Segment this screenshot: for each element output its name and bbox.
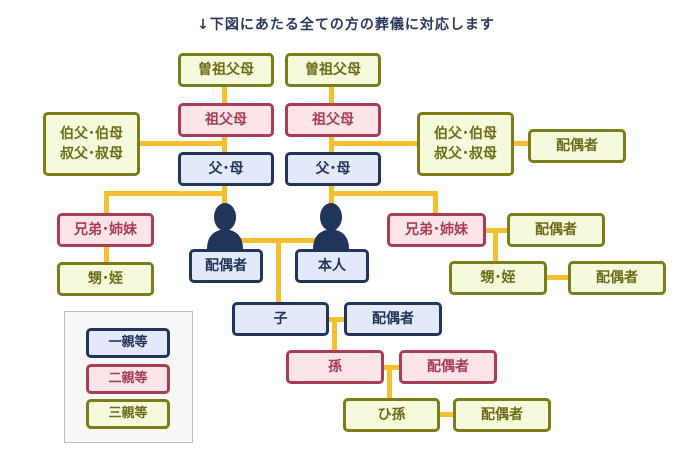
node-nephew-niece-right: 甥･姪 <box>449 261 547 295</box>
connector-line <box>387 365 392 400</box>
connector-line <box>332 317 337 352</box>
connector-line <box>222 84 227 104</box>
connector-line <box>382 365 402 370</box>
node-siblings-right-spouse: 配偶者 <box>507 213 605 247</box>
node-grandchild: 孫 <box>286 350 384 384</box>
node-siblings-right: 兄弟･姉妹 <box>387 213 486 247</box>
connector-line <box>222 134 227 154</box>
connector-line <box>545 275 570 280</box>
connector-line <box>138 141 224 146</box>
connector-line <box>493 228 498 263</box>
connector-line <box>433 191 438 215</box>
connector-line <box>331 191 437 196</box>
node-grandparents-left: 祖父母 <box>178 103 274 137</box>
connector-line <box>437 412 457 417</box>
node-child: 子 <box>232 302 329 336</box>
connector-line <box>329 84 334 104</box>
connector-line <box>276 238 281 302</box>
person-silhouette-icon <box>313 203 349 249</box>
node-great-grandchild: ひ孫 <box>343 398 440 432</box>
node-parents-left: 父･母 <box>178 152 274 186</box>
connector-line <box>104 191 226 196</box>
node-great-grandchild-spouse: 配偶者 <box>453 398 551 432</box>
legend-item-first-degree: 一親等 <box>86 328 170 358</box>
connector-line <box>329 184 334 208</box>
node-child-spouse: 配偶者 <box>344 302 442 336</box>
node-spouse: 配偶者 <box>189 249 263 283</box>
node-grandchild-spouse: 配偶者 <box>399 350 497 384</box>
person-silhouette-icon <box>207 203 243 249</box>
node-grandparents-right: 祖父母 <box>285 103 381 137</box>
node-siblings-left: 兄弟･姉妹 <box>57 213 154 247</box>
node-parents-right: 父･母 <box>285 152 381 186</box>
connector-line <box>331 141 419 146</box>
node-nephew-niece-right-spouse: 配偶者 <box>568 261 666 295</box>
legend-item-second-degree: 二親等 <box>86 364 170 394</box>
node-great-grandparents-right: 曽祖父母 <box>285 53 381 87</box>
node-nephew-niece-left: 甥･姪 <box>57 262 154 296</box>
node-great-grandparents-left: 曽祖父母 <box>178 53 274 87</box>
connector-line <box>104 191 109 215</box>
connector-line <box>104 245 109 265</box>
node-uncle-aunt-left: 伯父･伯母 叔父･叔母 <box>43 112 140 176</box>
legend: 一親等 二親等 三親等 <box>64 311 193 443</box>
legend-item-third-degree: 三親等 <box>86 399 170 429</box>
node-uncle-aunt-right-spouse: 配偶者 <box>528 129 626 163</box>
connector-line <box>327 317 347 322</box>
node-uncle-aunt-right: 伯父･伯母 叔父･叔母 <box>417 112 514 176</box>
connector-line <box>512 141 530 146</box>
node-self: 本人 <box>295 249 369 283</box>
connector-line <box>222 184 227 208</box>
page-title: ↓下図にあたる全ての方の葬儀に対応します <box>197 17 495 33</box>
